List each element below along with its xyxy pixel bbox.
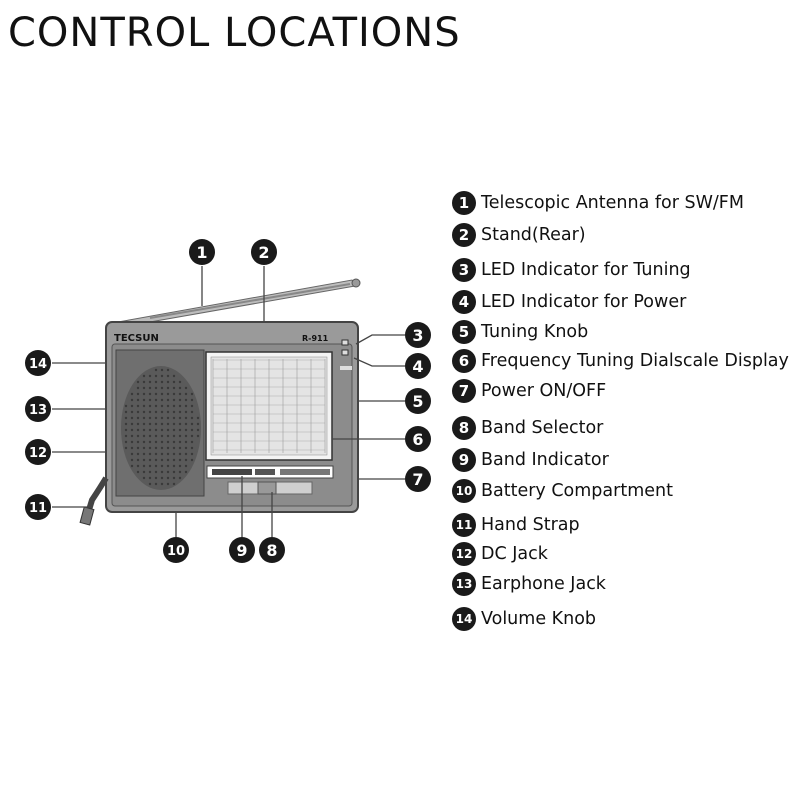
callout-6: 6	[405, 426, 431, 452]
leader-lines	[52, 266, 405, 537]
speaker-holes	[124, 368, 200, 486]
legend-label: Hand Strap	[481, 515, 580, 535]
legend-label: Band Selector	[481, 418, 604, 438]
legend-number: 4	[452, 290, 476, 314]
legend-number: 13	[452, 572, 476, 596]
callout-14: 14	[25, 350, 51, 376]
legend-number: 11	[452, 513, 476, 537]
svg-text:6: 6	[412, 430, 423, 449]
svg-text:3: 3	[412, 326, 423, 345]
page-title: CONTROL LOCATIONS	[8, 10, 461, 56]
svg-text:1: 1	[196, 243, 207, 262]
svg-text:2: 2	[258, 243, 269, 262]
svg-text:12: 12	[29, 446, 47, 461]
power-led	[341, 349, 349, 356]
band-selector-slider	[227, 481, 313, 495]
legend-number: 7	[452, 379, 476, 403]
legend-number: 8	[452, 416, 476, 440]
legend-number: 9	[452, 448, 476, 472]
speaker-grille	[115, 349, 205, 497]
svg-text:7: 7	[412, 470, 423, 489]
legend-label: LED Indicator for Tuning	[481, 260, 691, 280]
svg-text:11: 11	[29, 501, 47, 516]
legend-label: Battery Compartment	[481, 481, 673, 501]
callout-3: 3	[405, 322, 431, 348]
legend-label: Earphone Jack	[481, 574, 606, 594]
svg-text:5: 5	[412, 392, 423, 411]
legend-label: Tuning Knob	[481, 322, 589, 342]
callout-8: 8	[259, 537, 285, 563]
legend-label: Power ON/OFF	[481, 381, 607, 401]
callout-2: 2	[251, 239, 277, 265]
legend-label: Band Indicator	[481, 450, 609, 470]
dialscale-grid	[212, 359, 326, 453]
hand-strap	[79, 476, 109, 526]
callout-1: 1	[189, 239, 215, 265]
legend-label: Stand(Rear)	[481, 225, 586, 245]
svg-text:14: 14	[29, 357, 47, 372]
antenna	[117, 278, 361, 323]
brand-label: TECSUN	[114, 333, 159, 344]
svg-text:10: 10	[167, 544, 185, 559]
svg-text:4: 4	[412, 357, 423, 376]
legend-number: 6	[452, 349, 476, 373]
power-label-plate	[340, 366, 352, 370]
legend-number: 5	[452, 320, 476, 344]
legend-number: 14	[452, 607, 476, 631]
legend-label: LED Indicator for Power	[481, 292, 687, 312]
callout-9: 9	[229, 537, 255, 563]
band-indicator-strip	[206, 465, 334, 479]
svg-text:9: 9	[236, 541, 247, 560]
legend-number: 12	[452, 542, 476, 566]
tuning-led	[341, 339, 349, 346]
callout-12: 12	[25, 439, 51, 465]
callout-10: 10	[163, 537, 189, 563]
callout-4: 4	[405, 353, 431, 379]
callout-11: 11	[25, 494, 51, 520]
callout-7: 7	[405, 466, 431, 492]
svg-text:8: 8	[266, 541, 277, 560]
svg-text:13: 13	[29, 403, 47, 418]
legend-label: Volume Knob	[481, 609, 597, 629]
legend-label: Telescopic Antenna for SW/FM	[481, 193, 744, 213]
legend-label: DC Jack	[481, 544, 548, 564]
legend-number: 10	[452, 479, 476, 503]
legend-number: 3	[452, 258, 476, 282]
legend-number: 1	[452, 191, 476, 215]
legend-number: 2	[452, 223, 476, 247]
callout-5: 5	[405, 388, 431, 414]
model-label: R-911	[302, 334, 329, 343]
legend-label: Frequency Tuning Dialscale Display	[481, 351, 789, 371]
callout-13: 13	[25, 396, 51, 422]
